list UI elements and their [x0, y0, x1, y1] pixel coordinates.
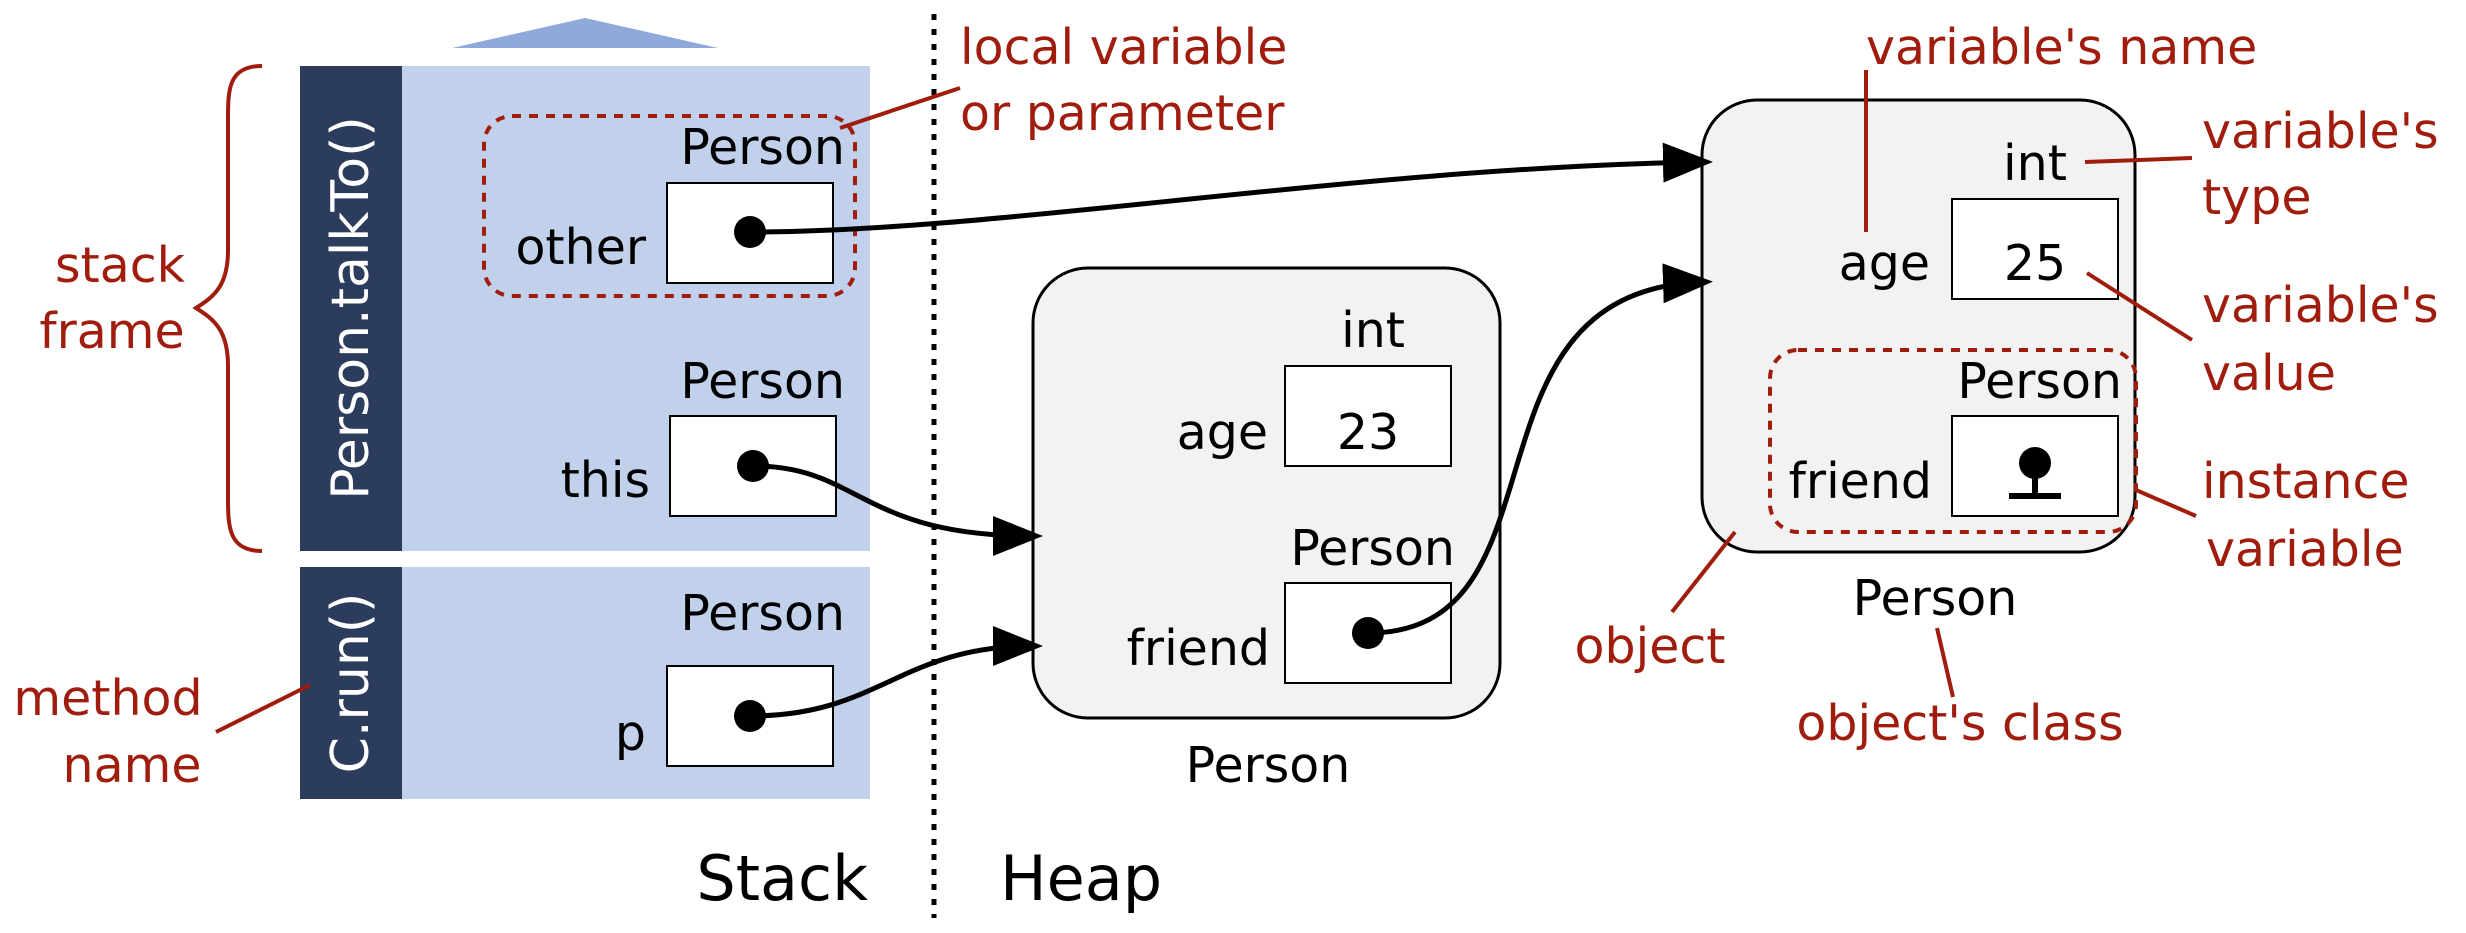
heap-object-1: int age 23 Person friend: [1031, 266, 1502, 720]
var-name: other: [515, 219, 646, 276]
var-type: Person: [680, 353, 845, 410]
object-class-name: Person: [1853, 570, 2018, 627]
field-name: friend: [1127, 620, 1270, 677]
field-value: 23: [1337, 404, 1399, 461]
field-name: friend: [1789, 453, 1932, 510]
frame-method-name: Person.talkTo(): [321, 116, 381, 499]
reference-arrow-friend: [1367, 263, 1713, 636]
annotation-leader: [2135, 488, 2197, 518]
var-type: Person: [680, 119, 845, 176]
annotation-stack-frame: frame: [39, 303, 184, 360]
field-name: age: [1177, 404, 1268, 461]
instance-variable-highlight: [1768, 348, 2138, 534]
annotation-method-name: name: [63, 737, 202, 794]
annotation-leader: [839, 86, 961, 130]
annotation-variable-value: variable's: [2202, 277, 2439, 334]
annotation-local-variable: local variable: [960, 19, 1287, 76]
annotation-variable-type: variable's: [2202, 103, 2439, 160]
annotation-variable-name: variable's name: [1866, 19, 2257, 76]
section-label-heap: Heap: [1000, 842, 1162, 915]
field-slot-age: [1951, 198, 2119, 300]
field-type: int: [1341, 302, 1405, 359]
field-type: Person: [1290, 520, 1455, 577]
annotation-leader: [1670, 530, 1737, 614]
annotation-method-name: method: [13, 670, 202, 727]
reference-arrow-other: [749, 142, 1713, 235]
var-name: this: [561, 452, 650, 509]
annotation-object-class: object's class: [1796, 695, 2123, 752]
ground-icon: [2009, 447, 2061, 499]
annotation-object: object: [1575, 618, 1726, 675]
section-label-stack: Stack: [696, 842, 868, 915]
var-name: p: [615, 705, 646, 762]
annotation-variable-value: value: [2202, 345, 2336, 402]
stack-growth-arrow: [452, 18, 718, 48]
annotation-stack-frame: stack: [55, 237, 186, 294]
annotation-variable-type: type: [2202, 169, 2311, 226]
local-variable-highlight: [482, 114, 857, 298]
annotation-leader: [1935, 627, 1955, 698]
var-type: Person: [680, 585, 845, 642]
stack-frame-brace: [192, 64, 263, 553]
heap-object-2: int age 25 Person friend: [1700, 98, 2138, 554]
field-type: int: [2003, 135, 2067, 192]
reference-arrow-this: [752, 463, 1043, 556]
annotation-instance-variable: instance: [2202, 453, 2410, 510]
annotation-instance-variable: variable: [2206, 521, 2404, 578]
annotation-leader: [2085, 271, 2194, 342]
frame-method-name: C.run(): [321, 593, 381, 774]
field-name: age: [1839, 235, 1930, 292]
object-class-name: Person: [1186, 737, 1351, 794]
annotation-leader: [2084, 156, 2193, 164]
field-value: 25: [2004, 235, 2066, 292]
annotation-local-variable: or parameter: [960, 85, 1285, 142]
reference-arrow-p: [749, 626, 1043, 719]
stack-frame-talkto: Person.talkTo(): [300, 66, 870, 551]
field-type: Person: [1957, 353, 2122, 410]
field-slot-age: [1284, 365, 1452, 467]
annotation-leader: [215, 683, 311, 734]
